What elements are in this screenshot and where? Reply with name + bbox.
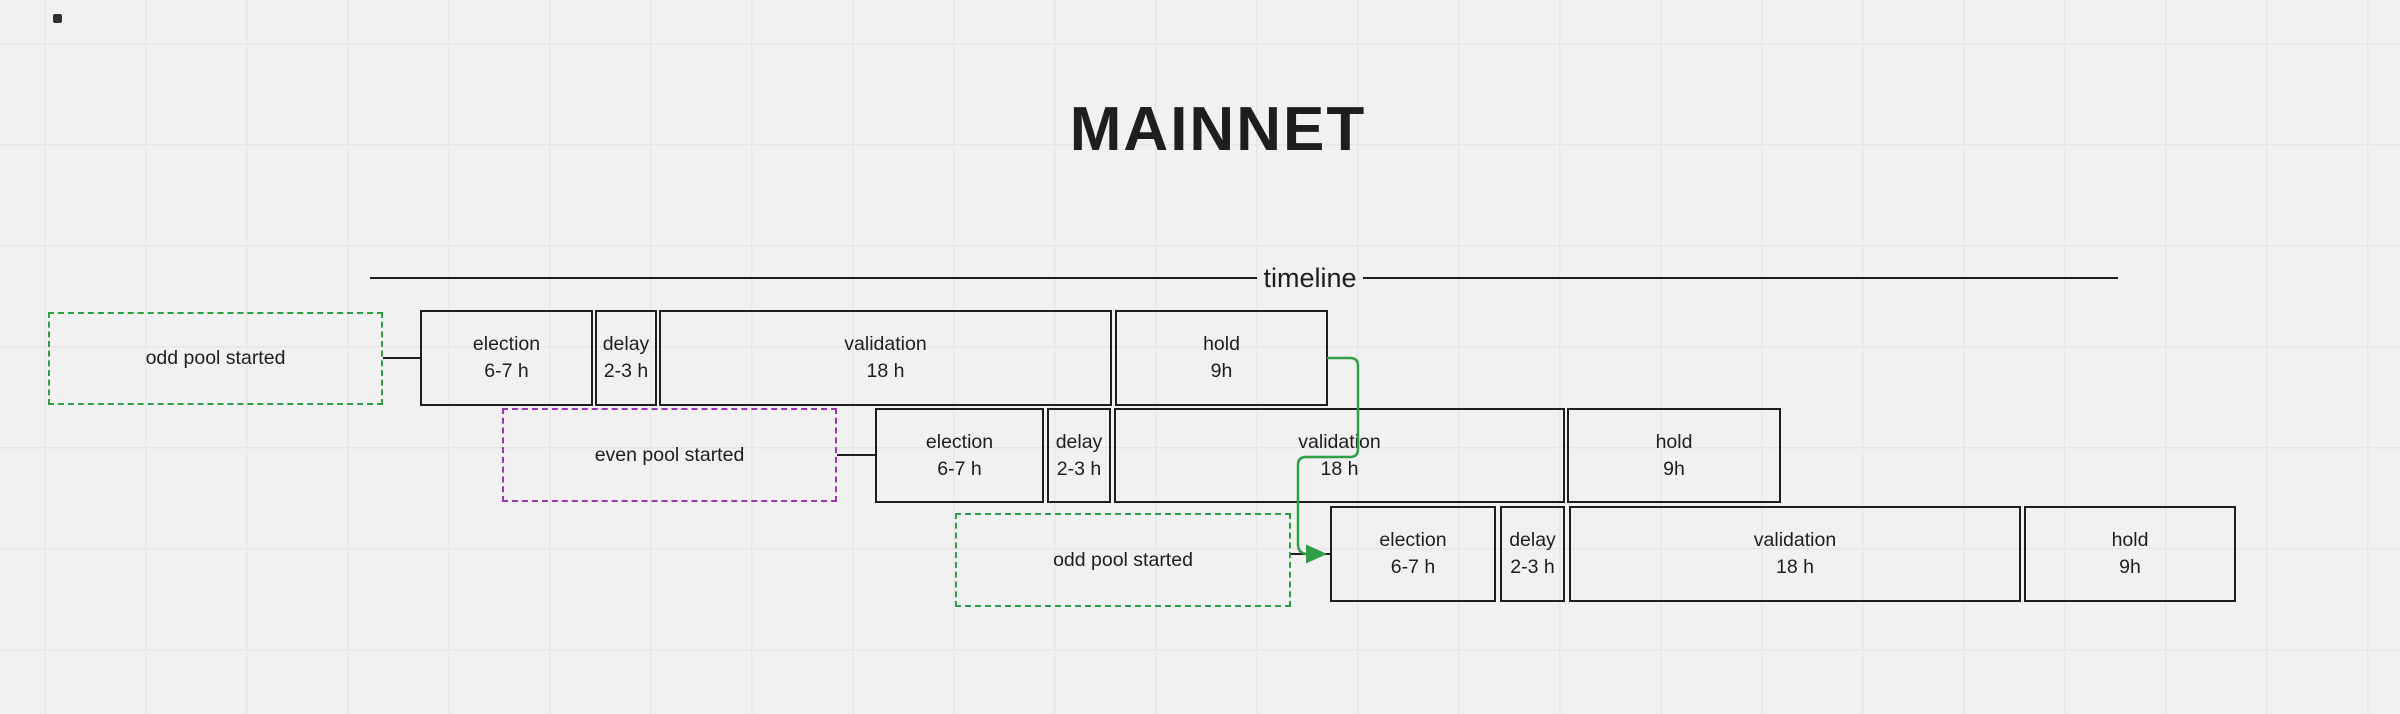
connector-row1[interactable] xyxy=(383,357,420,359)
phase-box-validation-3[interactable]: validation 18 h xyxy=(1569,506,2021,602)
phase-box-election-2[interactable]: election 6-7 h xyxy=(875,408,1044,503)
phase-duration: 6-7 h xyxy=(484,360,529,382)
pool-box-odd-1[interactable]: odd pool started xyxy=(48,312,383,405)
phase-duration: 2-3 h xyxy=(603,360,649,382)
phase-box-delay-1[interactable]: delay 2-3 h xyxy=(595,310,657,406)
phase-name: election xyxy=(925,430,994,453)
phase-duration: 6-7 h xyxy=(1390,556,1436,578)
phase-duration: 9h xyxy=(2119,556,2141,578)
pool-box-odd-2[interactable]: odd pool started xyxy=(955,513,1291,607)
connector-row2[interactable] xyxy=(837,454,875,456)
phase-duration: 18 h xyxy=(1320,457,1359,480)
phase-box-hold-1[interactable]: hold 9h xyxy=(1115,310,1328,406)
diagram-title[interactable]: MAINNET xyxy=(1069,95,1367,164)
phase-box-hold-3[interactable]: hold 9h xyxy=(2024,506,2236,602)
phase-name: hold xyxy=(1203,333,1240,355)
phase-name: delay xyxy=(602,333,650,355)
connector-row3[interactable] xyxy=(1291,553,1330,555)
pool-box-label: odd pool started xyxy=(1053,548,1193,571)
phase-duration: 6-7 h xyxy=(937,457,982,480)
phase-name: validation xyxy=(844,333,927,355)
phase-name: delay xyxy=(1509,529,1556,551)
phase-box-delay-3[interactable]: delay 2-3 h xyxy=(1500,506,1565,602)
phase-name: election xyxy=(472,333,541,355)
phase-duration: 9h xyxy=(1663,457,1685,480)
phase-box-election-3[interactable]: election 6-7 h xyxy=(1330,506,1496,602)
phase-box-election-1[interactable]: election 6-7 h xyxy=(420,310,593,406)
phase-name: delay xyxy=(1055,430,1103,453)
phase-name: hold xyxy=(2111,529,2149,551)
phase-duration: 2-3 h xyxy=(1510,556,1555,578)
phase-name: validation xyxy=(1753,529,1837,551)
phase-duration: 9h xyxy=(1210,360,1233,382)
phase-duration: 18 h xyxy=(866,360,905,382)
canvas-dot xyxy=(53,14,62,23)
pool-box-label: even pool started xyxy=(594,443,745,466)
phase-box-validation-2[interactable]: validation 18 h xyxy=(1114,408,1565,503)
phase-name: validation xyxy=(1298,430,1381,453)
pool-box-even[interactable]: even pool started xyxy=(502,408,837,502)
pool-box-label: odd pool started xyxy=(145,347,286,369)
phase-box-validation-1[interactable]: validation 18 h xyxy=(659,310,1112,406)
phase-duration: 18 h xyxy=(1776,556,1814,578)
timeline-label[interactable]: timeline xyxy=(1263,263,1357,293)
phase-box-delay-2[interactable]: delay 2-3 h xyxy=(1047,408,1111,503)
phase-box-hold-2[interactable]: hold 9h xyxy=(1567,408,1781,503)
phase-name: election xyxy=(1379,529,1447,551)
phase-name: hold xyxy=(1655,430,1693,453)
phase-duration: 2-3 h xyxy=(1056,457,1102,480)
